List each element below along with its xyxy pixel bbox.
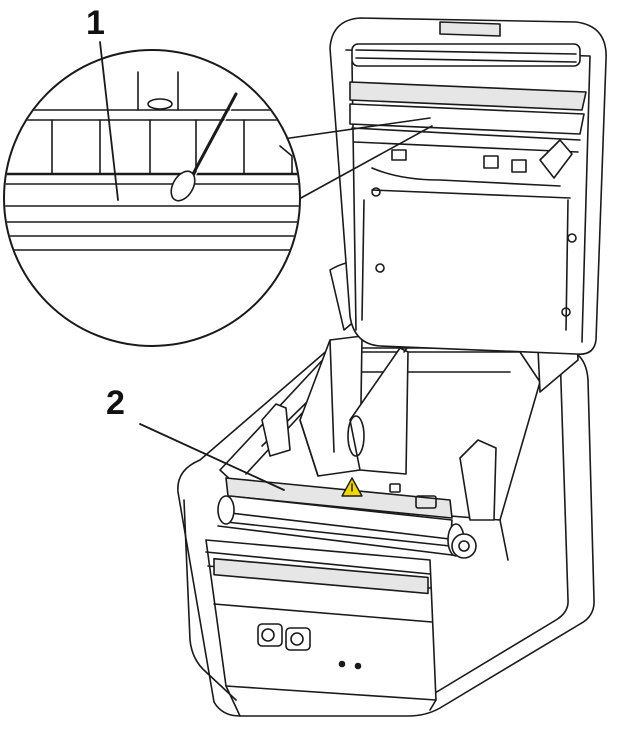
- callout-number-2: 2: [106, 384, 125, 422]
- feed-button: [257, 623, 283, 647]
- callout-line-1: [99, 41, 119, 201]
- platen-roller: [351, 43, 581, 67]
- callout-number-1: 1: [86, 4, 105, 42]
- thermal-head: [217, 477, 477, 559]
- status-led: [338, 660, 346, 668]
- power-button: [285, 627, 311, 651]
- printer-lid: [329, 17, 607, 356]
- callout-line-2: [139, 423, 285, 491]
- cotton-swab: [170, 92, 239, 202]
- front-panel: [205, 539, 437, 717]
- magnified-circle: [3, 49, 301, 347]
- magnified-detail: [3, 41, 433, 347]
- gear-icon: [451, 533, 477, 559]
